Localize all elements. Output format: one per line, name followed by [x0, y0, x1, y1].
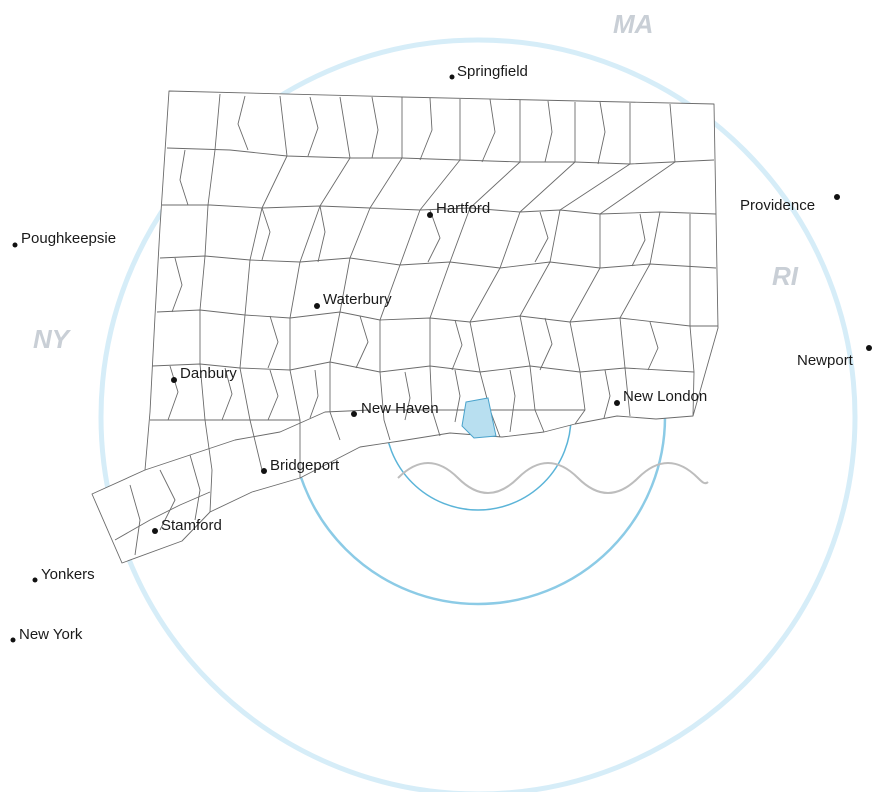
city-marker-waterbury[interactable]: Waterbury [314, 291, 392, 309]
city-label-springfield: Springfield [457, 63, 528, 80]
city-marker-new-london[interactable]: New London [614, 388, 707, 406]
city-marker-bridgeport[interactable]: Bridgeport [261, 457, 340, 474]
city-label-poughkeepsie: Poughkeepsie [21, 230, 116, 247]
city-label-new-york: New York [19, 626, 83, 643]
city-marker-danbury[interactable]: Danbury [171, 365, 237, 383]
city-marker-poughkeepsie[interactable]: Poughkeepsie [12, 230, 117, 248]
outer-radius-ring [98, 37, 858, 792]
city-label-waterbury: Waterbury [323, 291, 392, 308]
city-label-bridgeport: Bridgeport [270, 457, 340, 474]
city-label-newport: Newport [797, 352, 854, 369]
city-label-new-london: New London [623, 388, 707, 405]
city-label-yonkers: Yonkers [41, 566, 95, 583]
city-marker-stamford[interactable]: Stamford [152, 517, 222, 534]
sound-wave-line [397, 462, 709, 494]
state-label-ny: NY [33, 324, 72, 354]
connecticut-outline [91, 90, 719, 564]
city-marker-newport[interactable]: Newport [797, 345, 872, 369]
city-marker-yonkers[interactable]: Yonkers [32, 566, 95, 583]
state-label-ma: MA [613, 9, 653, 39]
city-marker-new-york[interactable]: New York [10, 626, 83, 643]
highlighted-town[interactable] [461, 397, 497, 439]
city-marker-new-haven[interactable]: New Haven [351, 400, 439, 417]
city-marker-springfield[interactable]: Springfield [449, 63, 528, 80]
city-label-hartford: Hartford [436, 200, 490, 217]
city-marker-providence[interactable]: Providence [740, 194, 840, 214]
city-marker-hartford[interactable]: Hartford [427, 200, 490, 218]
state-label-ri: RI [772, 261, 799, 291]
city-label-stamford: Stamford [161, 517, 222, 534]
city-label-danbury: Danbury [180, 365, 237, 382]
city-label-providence: Providence [740, 197, 815, 214]
city-label-new-haven: New Haven [361, 400, 439, 417]
